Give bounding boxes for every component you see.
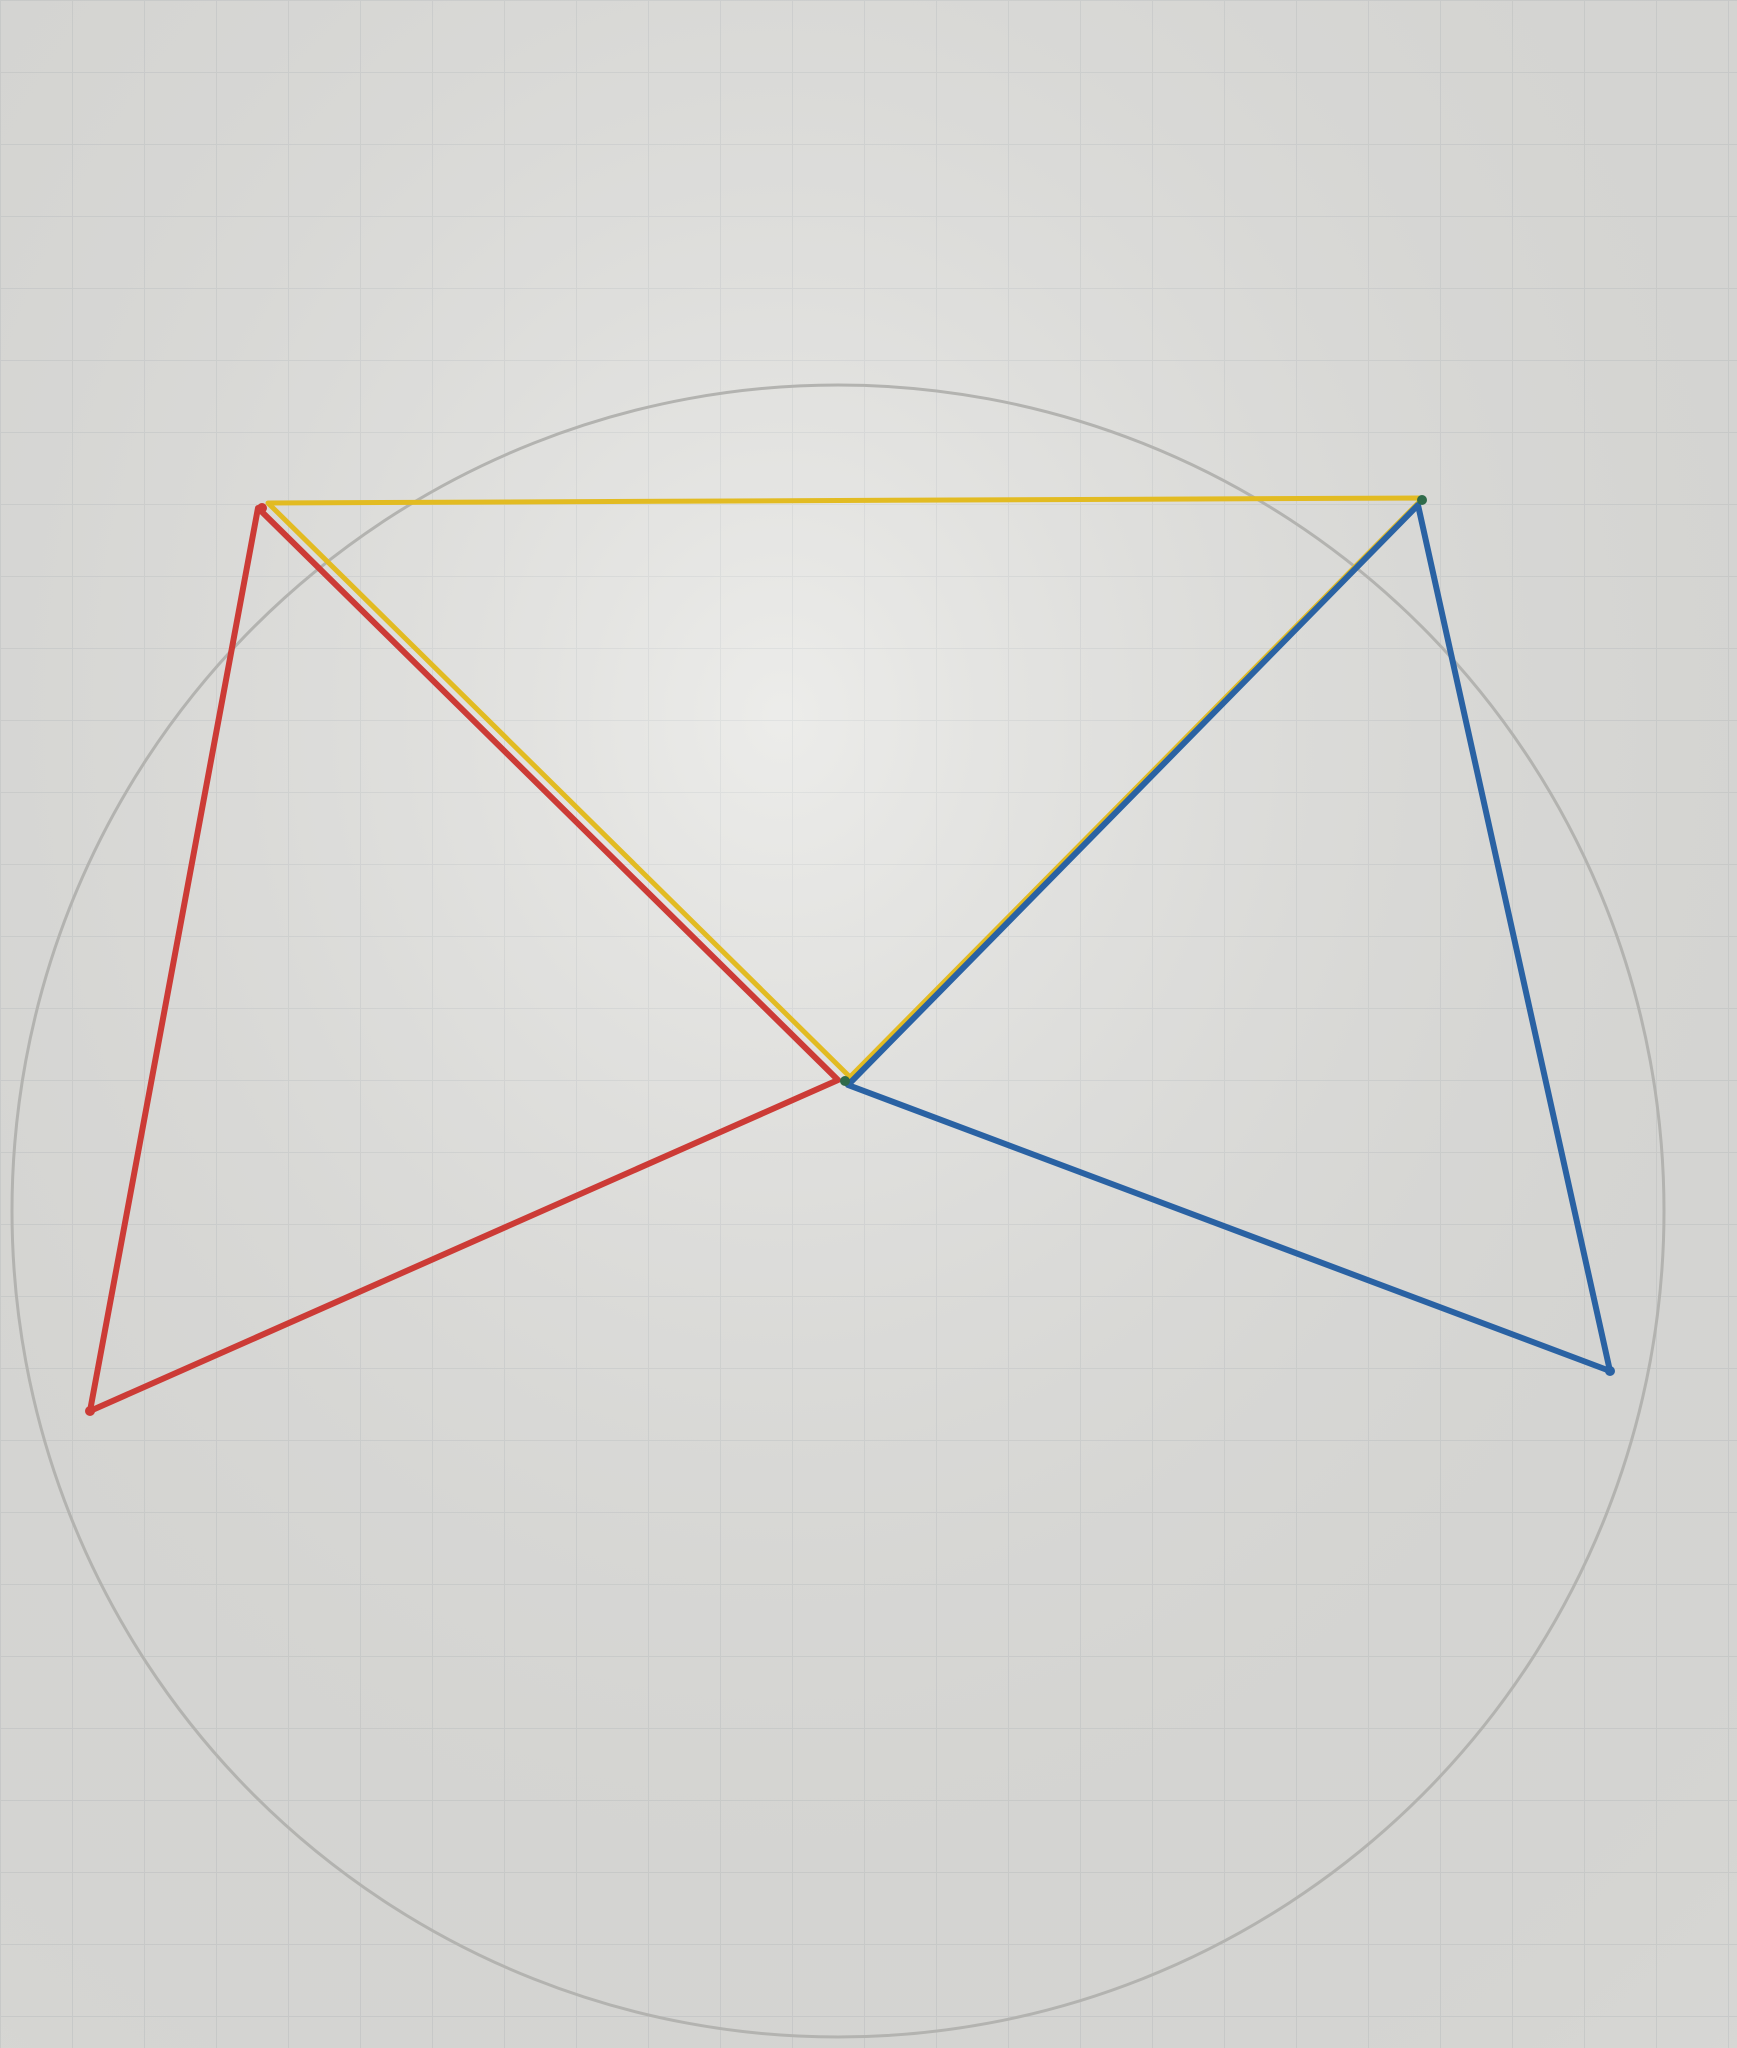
pencil-circle: [10, 383, 1666, 2039]
vertex-center: [840, 1076, 850, 1086]
triangles: [85, 495, 1615, 1416]
vertex-upper-right: [1417, 495, 1427, 505]
vertex-lower-right: [1605, 1366, 1615, 1376]
vertex-upper-left: [257, 503, 267, 513]
red-triangle: [87, 505, 841, 1414]
vertex-lower-left: [85, 1406, 95, 1416]
blue-triangle: [845, 502, 1613, 1374]
